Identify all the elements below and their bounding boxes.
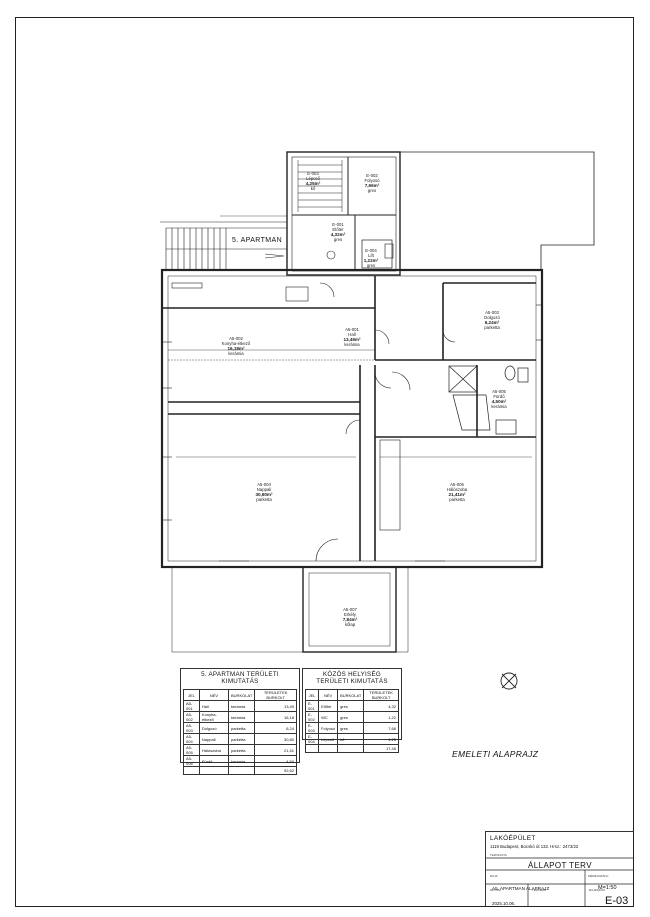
drawing-name-label: RAJZ (490, 874, 498, 878)
plan-type-label: TERVFAJTA (490, 853, 507, 857)
sheet-number: E-03 (605, 895, 629, 907)
table-total-row: 92,62 (183, 766, 297, 775)
apartment-label: 5. APARTMAN (232, 237, 283, 244)
sheet-number-label: RAJZSZÁM (589, 888, 605, 892)
drawing-name: A5. APARTMAN ALAPRAJZ (492, 886, 550, 891)
north-arrow-icon (500, 672, 518, 690)
title-block-grid (485, 857, 634, 907)
building-name: LAKÓÉPÜLET (490, 835, 536, 842)
designer-label: TERVEZŐ (532, 888, 547, 892)
balcony (171, 566, 409, 653)
table-total-row: 17,45 (304, 744, 399, 753)
core-walls (286, 151, 401, 276)
dimension-lines (168, 215, 536, 458)
drawing-date: 2025.10.06. (492, 901, 516, 906)
floor-plan-title: EMELETI ALAPRAJZ (452, 749, 539, 759)
door-swings (315, 282, 456, 562)
date-label: DÁTUM (490, 888, 501, 892)
drawing-sheet-border (15, 17, 634, 907)
building-address: 1119 Budapest, Bocskó út 132. Hrsz.: 247… (490, 844, 579, 849)
title-block: LAKÓÉPÜLET 1119 Budapest, Bocskó út 132.… (485, 831, 634, 907)
scale-label: MÉRETARÁNY (588, 874, 609, 878)
drawing-scale: M=1:50 (598, 885, 617, 891)
plan-status: ÁLLAPOT TERV (528, 861, 592, 870)
external-stair (160, 221, 287, 270)
neighbor-outline (400, 151, 595, 270)
windows (162, 282, 542, 562)
bathroom-fixtures (448, 365, 529, 435)
